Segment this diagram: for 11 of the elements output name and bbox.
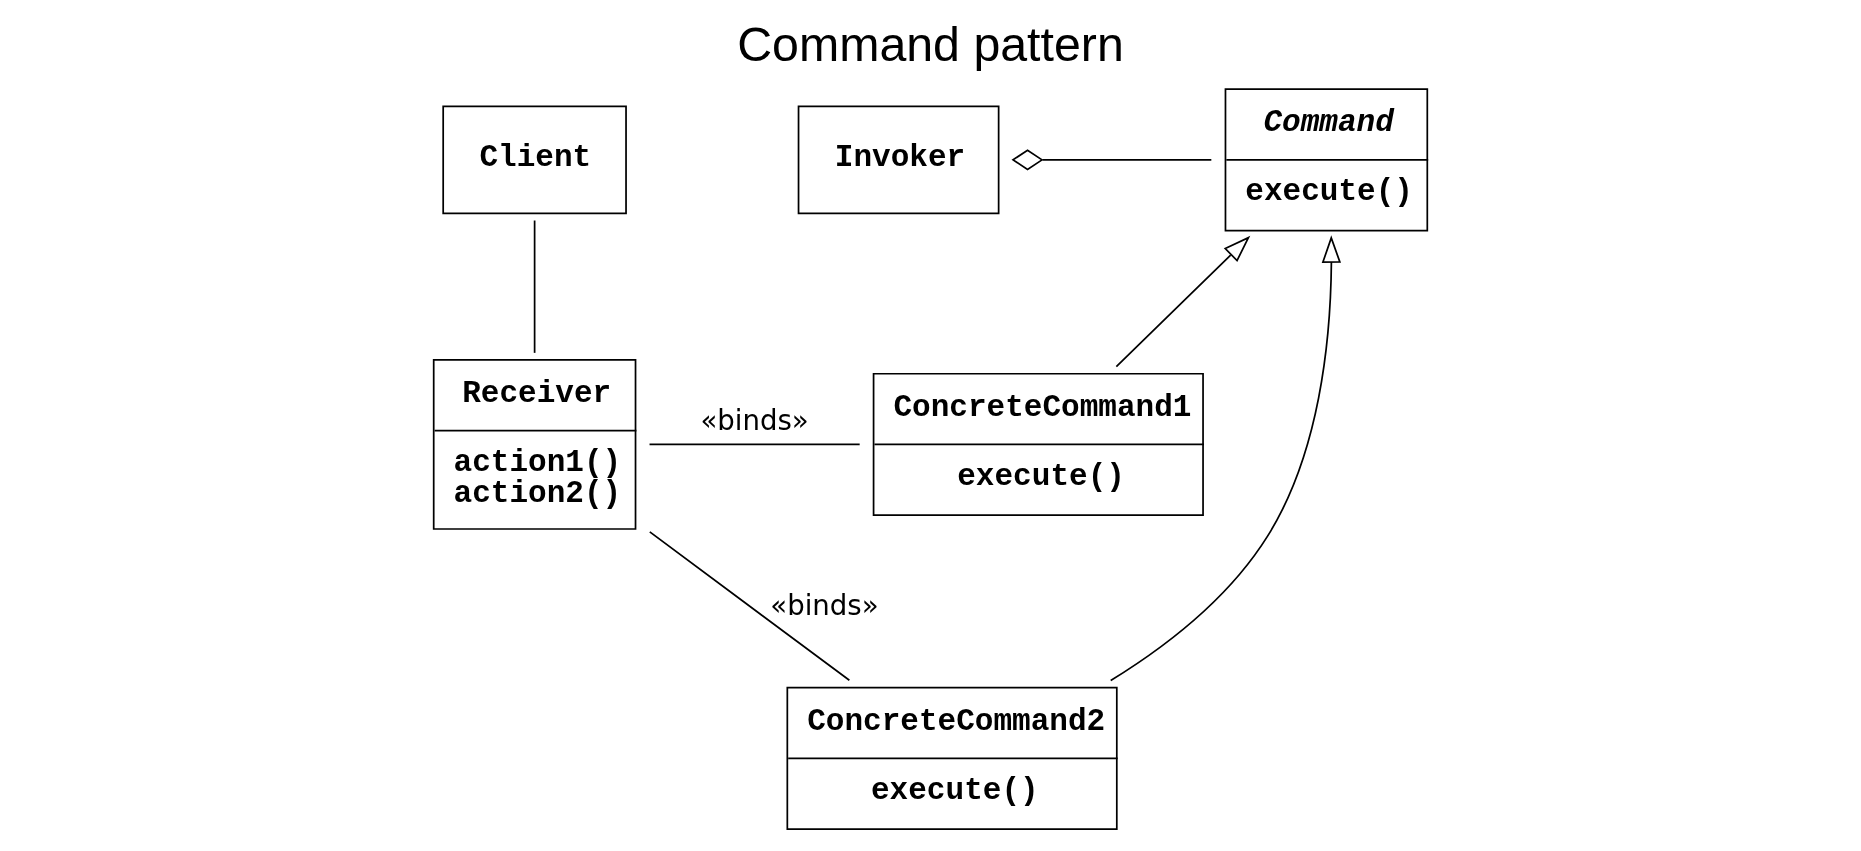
connector [1011,149,1213,171]
connector [648,443,861,446]
connector [648,531,851,682]
connector [533,219,536,354]
node-box: Client [442,105,627,215]
edge-label: «binds» [770,588,879,622]
arrow [1115,235,1251,368]
diagram-title: Command pattern [737,16,1124,71]
node-box: Invoker [797,105,1000,215]
edge-label: «binds» [700,404,809,438]
arrow [1109,235,1342,682]
